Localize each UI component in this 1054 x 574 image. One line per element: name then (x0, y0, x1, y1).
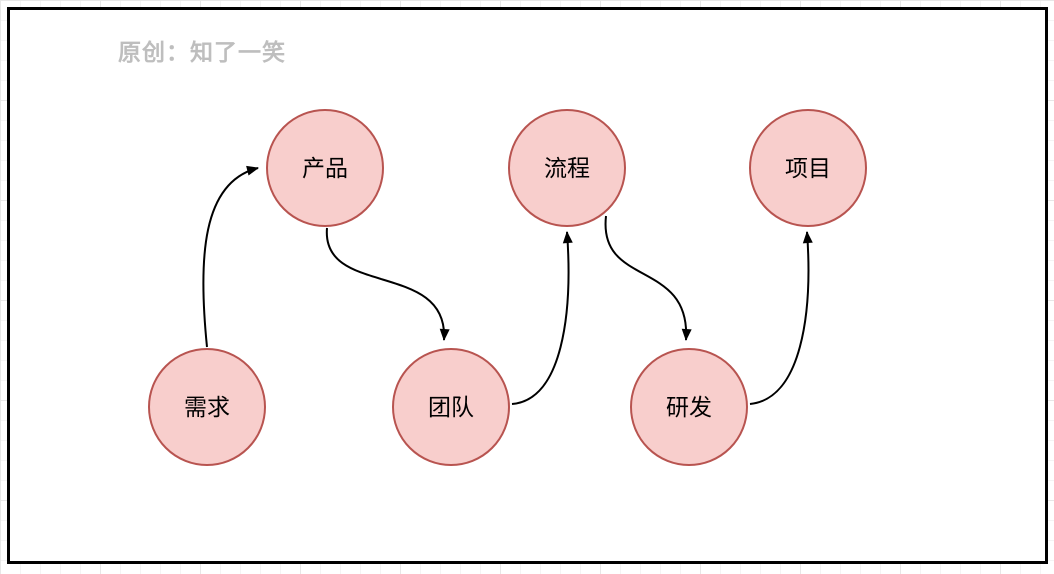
node-team: 团队 (392, 348, 510, 466)
node-team-label: 团队 (428, 393, 474, 420)
node-rnd-label: 研发 (666, 393, 712, 420)
node-rnd: 研发 (630, 348, 748, 466)
node-project-label: 项目 (785, 154, 831, 181)
node-process: 流程 (508, 109, 626, 227)
node-product: 产品 (266, 109, 384, 227)
watermark-text: 原创：知了一笑 (118, 39, 286, 65)
node-project: 项目 (749, 109, 867, 227)
node-demand-label: 需求 (184, 393, 230, 420)
node-demand: 需求 (148, 348, 266, 466)
node-product-label: 产品 (302, 154, 348, 181)
node-process-label: 流程 (544, 154, 590, 181)
diagram-canvas (7, 7, 1048, 564)
